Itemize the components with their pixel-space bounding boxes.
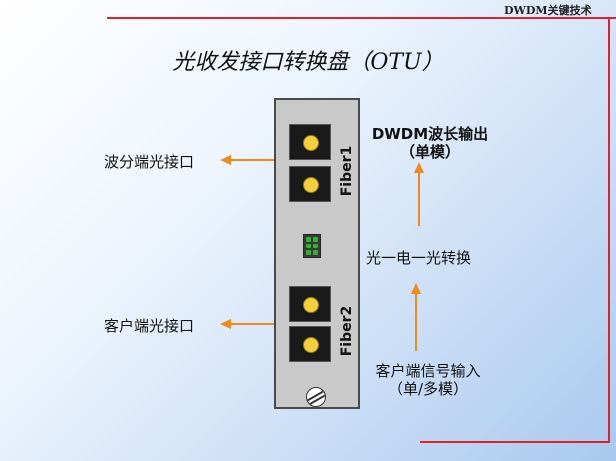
connector-icon <box>303 337 319 353</box>
conversion-label: 光一电一光转换 <box>366 249 472 267</box>
dwdm-output-label: DWDM波长输出 <box>371 125 489 143</box>
fiber1-label: Fiber1 <box>339 145 355 197</box>
header-tag: DWDM关键技术 <box>504 4 592 17</box>
frame-right-line <box>608 17 610 443</box>
led-icon <box>306 237 311 242</box>
fiber2-port-lower <box>289 326 331 362</box>
status-led-grid <box>303 234 321 258</box>
arrow-left-client-port <box>220 319 274 329</box>
led-icon <box>306 250 311 255</box>
client-input-label: 客户端信号输入 <box>375 362 481 380</box>
led-icon <box>313 237 318 242</box>
led-icon <box>313 243 318 249</box>
arrow-up-client-input <box>411 283 421 351</box>
led-icon <box>313 250 318 255</box>
fiber1-port-lower <box>289 166 331 202</box>
fiber2-label: Fiber2 <box>339 305 355 357</box>
arrow-up-dwdm-output <box>414 162 424 226</box>
connector-icon <box>303 135 319 151</box>
page-title: 光收发接口转换盘（OTU） <box>172 50 444 75</box>
frame-bottom-line <box>420 441 610 443</box>
connector-icon <box>303 297 319 313</box>
screw-icon <box>306 387 326 407</box>
client-side-port-label: 客户端光接口 <box>104 317 195 335</box>
fiber2-port-upper <box>289 286 331 322</box>
connector-icon <box>303 177 319 193</box>
frame-top-line <box>107 17 616 19</box>
client-input-mode-label: （单/多模） <box>387 380 469 398</box>
otu-board: Fiber1 Fiber2 <box>274 98 360 409</box>
fiber1-port-upper <box>289 124 331 160</box>
wave-side-port-label: 波分端光接口 <box>104 153 195 171</box>
arrow-left-wave-port <box>220 155 274 165</box>
led-icon <box>306 243 311 249</box>
dwdm-output-mode-label: （单模） <box>399 143 460 161</box>
